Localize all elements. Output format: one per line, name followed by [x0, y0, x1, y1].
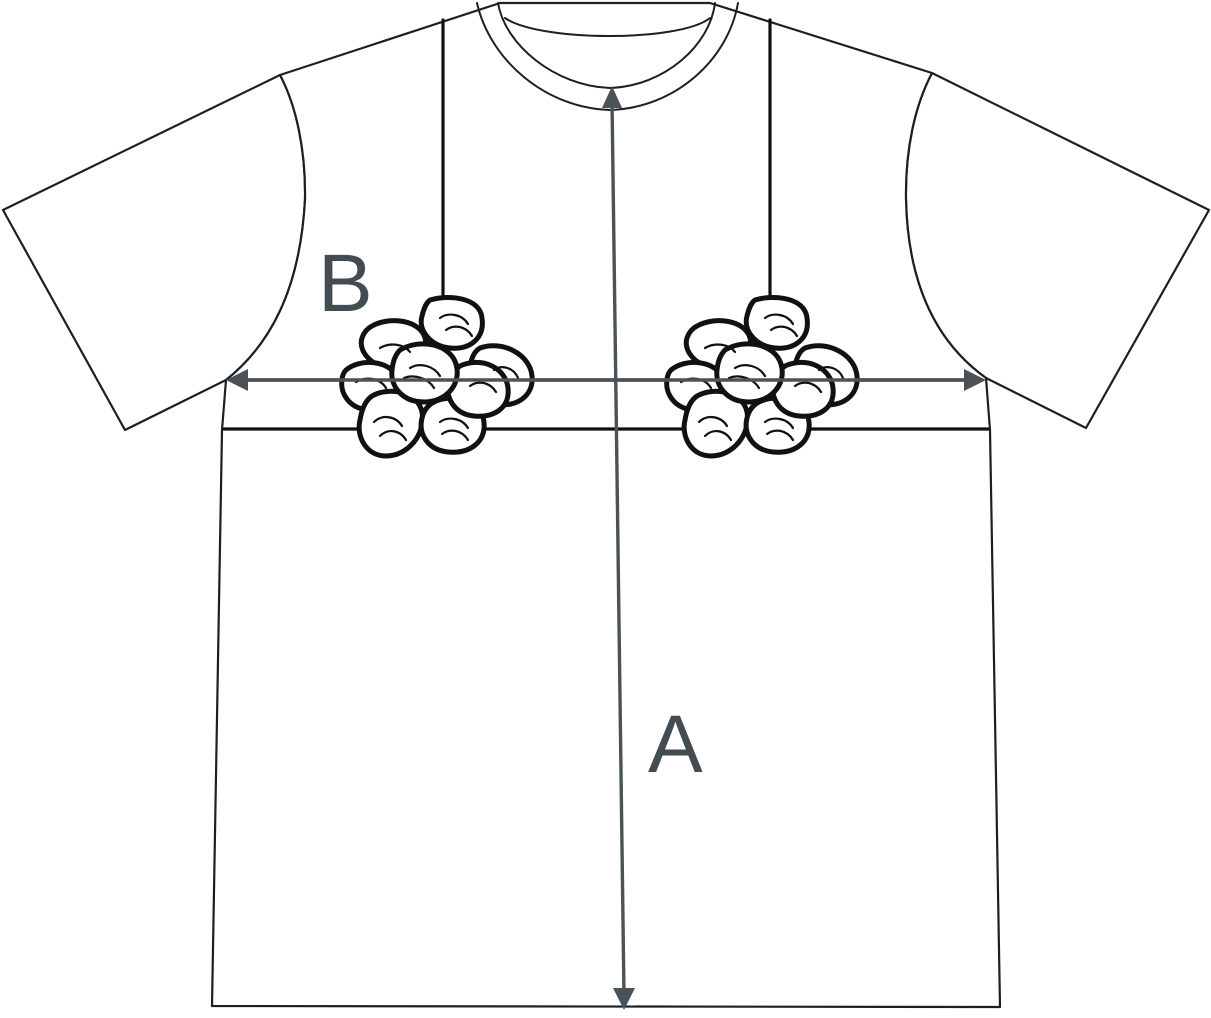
shirt-body — [210, 1, 1002, 1009]
flower-rosette-icon — [339, 295, 535, 459]
measure-length-arrow — [602, 86, 635, 1010]
collar-inner — [497, 2, 716, 90]
label-a: A — [648, 699, 703, 790]
collar-stitch — [504, 17, 711, 37]
collar-outer — [476, 2, 739, 112]
label-b: B — [318, 238, 373, 329]
